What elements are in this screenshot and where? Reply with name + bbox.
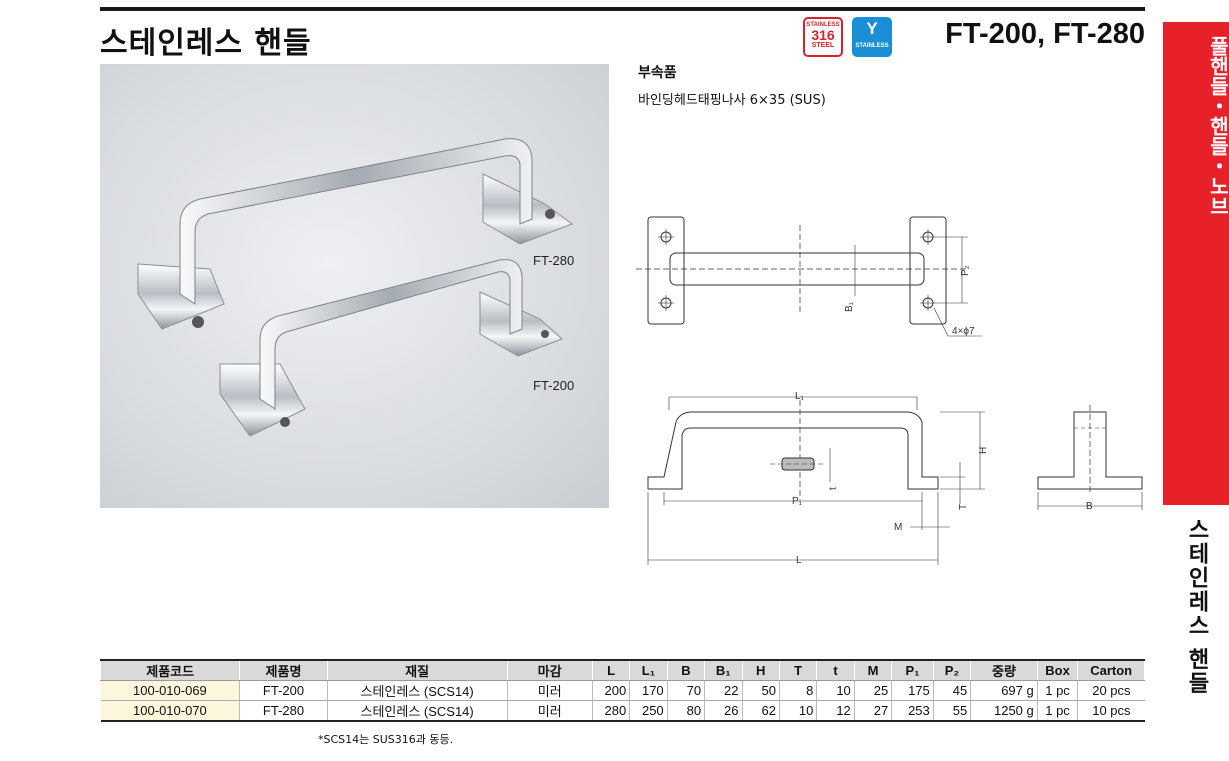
dim-hole: 4×ϕ7: [952, 326, 975, 337]
dim-t-small: t: [828, 487, 839, 490]
col-box: Box: [1036, 659, 1079, 681]
dim-l: L: [796, 555, 802, 566]
dim-h: H: [978, 447, 989, 454]
col-material: 재질: [326, 659, 508, 681]
table-row: 100-010-070 FT-280 스테인레스 (SCS14) 미러 280 …: [100, 700, 1145, 722]
technical-drawing: B₁ P₂ 4×ϕ7 L₁ H t T P₁ M L B: [636, 216, 1143, 566]
side-view: [1037, 405, 1143, 510]
dim-b: B: [1086, 501, 1093, 512]
dim-p2: P₂: [960, 265, 971, 276]
accessory-title: 부속품: [638, 65, 677, 81]
col-p1: P₁: [891, 659, 934, 681]
stainless-316-badge: STAINLESS 316 STEEL: [803, 17, 843, 57]
accessory-text: 바인딩헤드태핑나사 6×35 (SUS): [638, 93, 826, 108]
category-label: 풀핸들・핸들・노브: [1206, 36, 1229, 216]
col-t-big: T: [778, 659, 818, 681]
col-t-small: t: [816, 659, 855, 681]
subcategory-label: 스테인레스 핸들: [1184, 518, 1209, 696]
dim-l1: L₁: [795, 391, 805, 402]
col-weight: 중량: [970, 659, 1038, 681]
col-carton: Carton: [1077, 659, 1145, 681]
col-finish: 마감: [506, 659, 593, 681]
top-view: [636, 216, 982, 337]
col-code: 제품코드: [99, 659, 241, 681]
header-rule: [100, 7, 1145, 11]
col-l: L: [591, 659, 631, 681]
page-title: 스테인레스 핸들: [100, 26, 312, 61]
col-m: M: [853, 659, 893, 681]
col-l1: L₁: [629, 659, 668, 681]
dim-p1: P₁: [792, 496, 803, 507]
dim-m: M: [894, 522, 902, 533]
product-photo: FT-280 FT-200: [100, 64, 609, 508]
col-p2: P₂: [932, 659, 972, 681]
table-header-row: 제품코드 제품명 재질 마감 L L₁ B B₁ H T t M P₁ P₂ 중…: [99, 659, 1145, 681]
photo-label-ft200: FT-200: [533, 378, 575, 393]
col-name: 제품명: [239, 659, 328, 681]
footnote: *SCS14는 SUS316과 동등.: [318, 733, 454, 746]
handle-illustration: [137, 138, 574, 437]
table-row: 100-010-069 FT-200 스테인레스 (SCS14) 미러 200 …: [100, 680, 1145, 701]
dim-t-big: T: [958, 504, 969, 510]
col-b1: B₁: [704, 659, 743, 681]
model-title: FT-200, FT-280: [945, 18, 1145, 50]
dim-b1: B₁: [844, 301, 855, 312]
category-tab: [1163, 22, 1229, 505]
col-b: B: [666, 659, 706, 681]
photo-label-ft280: FT-280: [533, 253, 575, 268]
stainless-icon: Y STAINLESS: [852, 17, 892, 57]
spec-table: 제품코드 제품명 재질 마감 L L₁ B B₁ H T t M P₁ P₂ 중…: [99, 659, 1145, 722]
col-h: H: [741, 659, 780, 681]
front-view: [647, 396, 985, 565]
